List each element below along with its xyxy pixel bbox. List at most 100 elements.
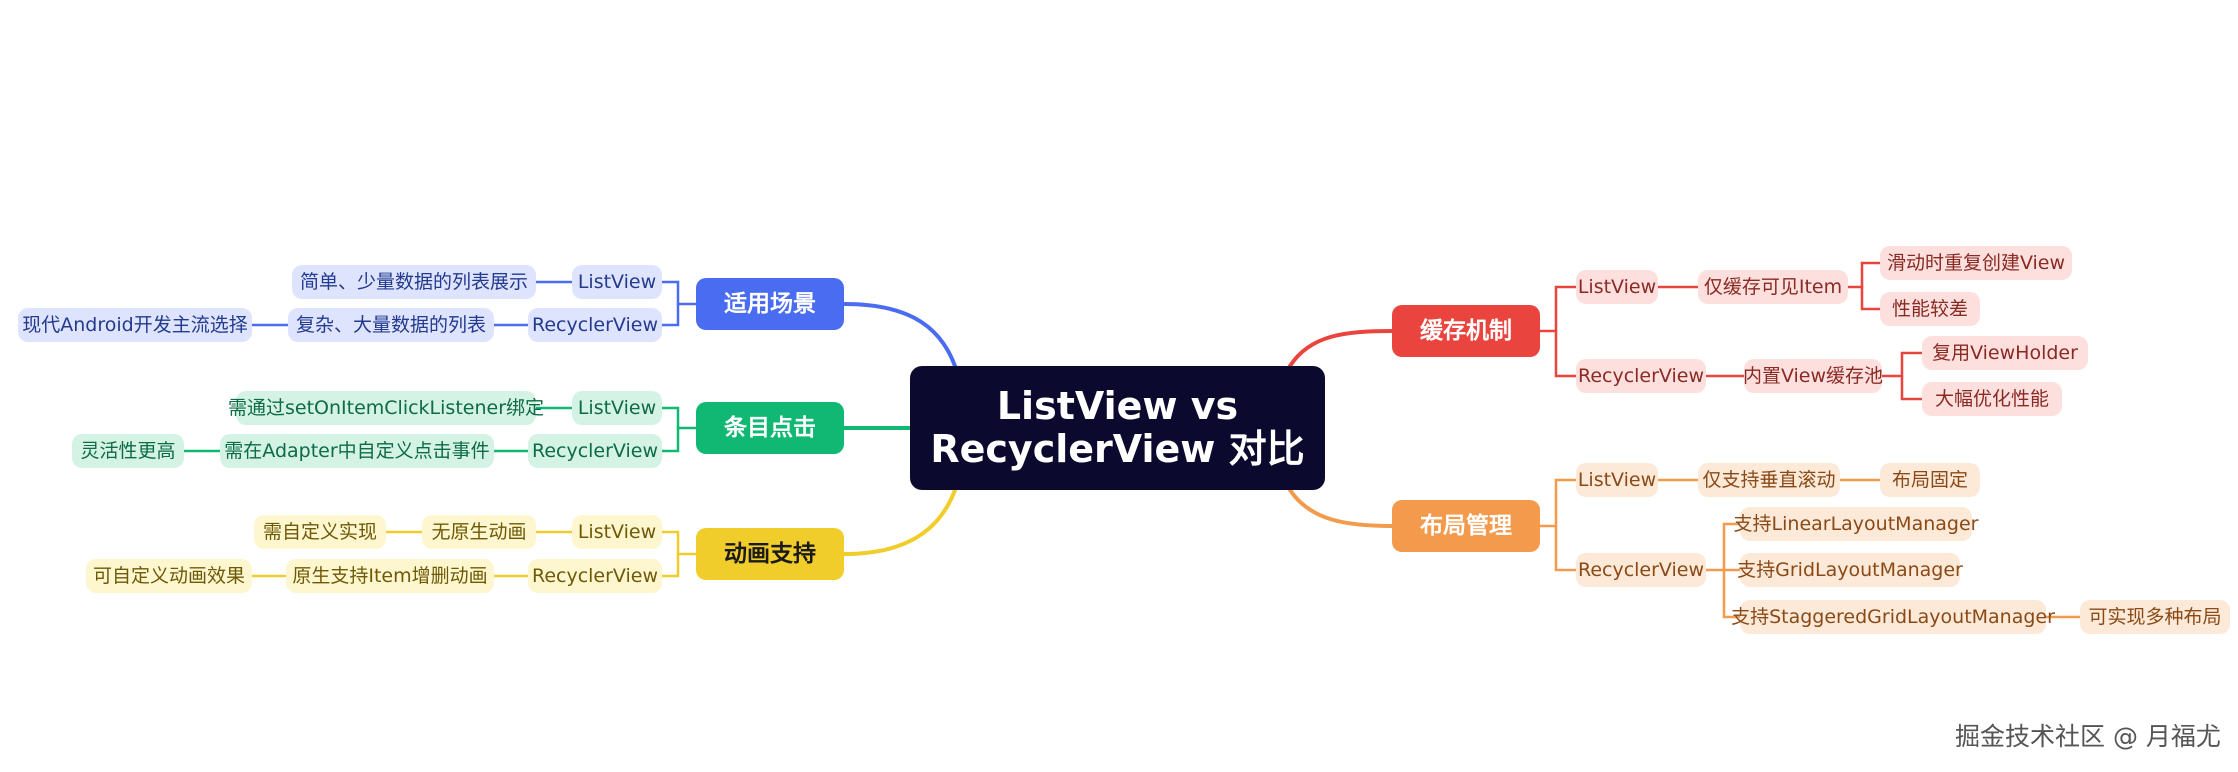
connector-line: [660, 426, 680, 453]
connector-line: [660, 280, 698, 306]
node-label: 大幅优化性能: [1934, 387, 2049, 410]
watermark: 掘金技术社区 @ 月福尤: [1955, 722, 2221, 751]
node-label: RecyclerView: [531, 313, 659, 336]
center-title-line2: RecyclerView 对比: [930, 427, 1305, 471]
connector-line: [1860, 285, 1882, 311]
node-label: 现代Android开发主流选择: [22, 313, 248, 336]
connector-line: [1900, 374, 1924, 401]
node-label: ListView: [577, 396, 657, 419]
node-label: 滑动时重复创建View: [1886, 251, 2066, 274]
cache-recyclerview-reuse[interactable]: 复用ViewHolder: [1922, 336, 2088, 370]
click-listview[interactable]: ListView: [572, 391, 662, 425]
node-label: 可自定义动画效果: [92, 564, 245, 587]
scenario-recyclerview-use[interactable]: 复杂、大量数据的列表: [288, 308, 494, 342]
topic-item-click[interactable]: 条目点击: [696, 402, 844, 454]
topic-label: 动画支持: [724, 540, 816, 567]
topic-label: 布局管理: [1420, 512, 1512, 539]
center-title-line1: ListView vs: [996, 384, 1239, 429]
center-topic[interactable]: ListView vs RecyclerView 对比: [910, 366, 1325, 490]
node-label: 布局固定: [1891, 468, 1968, 491]
node-label: 需通过setOnItemClickListener绑定: [228, 396, 545, 419]
connector-line: [1846, 261, 1882, 289]
click-listview-listener[interactable]: 需通过setOnItemClickListener绑定: [228, 391, 544, 425]
topic-layout-management[interactable]: 布局管理: [1392, 500, 1540, 552]
animation-recyclerview-custom[interactable]: 可自定义动画效果: [86, 559, 252, 593]
animation-recyclerview-native[interactable]: 原生支持Item增删动画: [286, 559, 494, 593]
node-label: 简单、少量数据的列表展示: [299, 270, 528, 293]
node-label: 灵活性更高: [80, 439, 176, 462]
layout-recyclerview[interactable]: RecyclerView: [1576, 553, 1706, 587]
click-recyclerview[interactable]: RecyclerView: [528, 434, 662, 468]
node-label: RecyclerView: [531, 564, 659, 587]
connector-line: [1704, 522, 1742, 572]
node-label: ListView: [1577, 275, 1657, 298]
node-label: RecyclerView: [1577, 558, 1705, 581]
animation-listview-none[interactable]: 无原生动画: [422, 515, 536, 549]
scenario-listview[interactable]: ListView: [572, 265, 662, 299]
animation-recyclerview[interactable]: RecyclerView: [528, 559, 662, 593]
connector-center-scenario: [842, 302, 957, 368]
cache-listview-poor-perf[interactable]: 性能较差: [1880, 292, 1980, 326]
scenario-recyclerview[interactable]: RecyclerView: [528, 308, 662, 342]
layout-listview-vertical[interactable]: 仅支持垂直滚动: [1698, 463, 1840, 497]
scenario-recyclerview-note[interactable]: 现代Android开发主流选择: [18, 308, 252, 342]
node-label: 可实现多种布局: [2088, 605, 2222, 628]
node-label: ListView: [577, 520, 657, 543]
connector-line: [1880, 351, 1924, 378]
layout-grid-manager[interactable]: 支持GridLayoutManager: [1737, 553, 1963, 587]
topic-label: 条目点击: [724, 414, 816, 441]
cache-recyclerview-pool[interactable]: 内置View缓存池: [1742, 359, 1884, 393]
topic-label: 缓存机制: [1420, 317, 1512, 344]
scenario-listview-use[interactable]: 简单、少量数据的列表展示: [292, 265, 536, 299]
node-label: 无原生动画: [431, 520, 527, 543]
layout-linear-manager[interactable]: 支持LinearLayoutManager: [1734, 507, 1978, 541]
topic-cache-mechanism[interactable]: 缓存机制: [1392, 305, 1540, 357]
connector-center-cache: [1288, 329, 1394, 368]
cache-recyclerview-optimize[interactable]: 大幅优化性能: [1922, 382, 2062, 416]
connector-center-layout: [1288, 488, 1394, 528]
node-label: 仅缓存可见Item: [1703, 275, 1843, 298]
connector-line: [1722, 568, 1742, 619]
topic-label: 适用场景: [724, 290, 816, 317]
node-label: 复用ViewHolder: [1932, 341, 2078, 364]
click-recyclerview-adapter[interactable]: 需在Adapter中自定义点击事件: [220, 434, 494, 468]
node-label: RecyclerView: [1577, 364, 1705, 387]
node-label: ListView: [1577, 468, 1657, 491]
animation-listview-custom[interactable]: 需自定义实现: [254, 515, 386, 549]
connector-line: [1554, 524, 1578, 572]
node-label: 性能较差: [1891, 297, 1968, 320]
node-label: 内置View缓存池: [1742, 364, 1884, 387]
node-label: 仅支持垂直滚动: [1702, 468, 1836, 491]
connector-line: [660, 552, 680, 578]
layout-listview[interactable]: ListView: [1576, 463, 1658, 497]
layout-staggered-note[interactable]: 可实现多种布局: [2080, 600, 2230, 634]
click-recyclerview-note[interactable]: 灵活性更高: [72, 434, 184, 468]
node-label: 支持StaggeredGridLayoutManager: [1731, 605, 2055, 628]
topic-animation-support[interactable]: 动画支持: [696, 528, 844, 580]
topic-use-cases[interactable]: 适用场景: [696, 278, 844, 330]
cache-listview-recreate[interactable]: 滑动时重复创建View: [1880, 246, 2072, 280]
connector-line: [1554, 329, 1578, 378]
connector-line: [660, 530, 698, 556]
connector-line: [660, 302, 680, 327]
connector-line: [1538, 285, 1578, 333]
node-label: 需自定义实现: [262, 520, 377, 543]
animation-listview[interactable]: ListView: [572, 515, 662, 549]
cache-listview[interactable]: ListView: [1576, 270, 1658, 304]
connector-line: [660, 406, 698, 430]
layout-listview-fixed[interactable]: 布局固定: [1880, 463, 1980, 497]
connector-line: [1538, 478, 1578, 528]
node-label: 复杂、大量数据的列表: [295, 313, 486, 336]
node-label: ListView: [577, 270, 657, 293]
cache-listview-visible-only[interactable]: 仅缓存可见Item: [1698, 270, 1848, 304]
connector-center-animation: [842, 488, 957, 556]
node-label: 需在Adapter中自定义点击事件: [224, 439, 490, 462]
layout-staggered-manager[interactable]: 支持StaggeredGridLayoutManager: [1731, 600, 2055, 634]
cache-recyclerview[interactable]: RecyclerView: [1576, 359, 1706, 393]
node-label: RecyclerView: [531, 439, 659, 462]
node-label: 支持GridLayoutManager: [1737, 558, 1963, 581]
node-label: 支持LinearLayoutManager: [1733, 512, 1979, 535]
node-label: 原生支持Item增删动画: [292, 564, 488, 587]
